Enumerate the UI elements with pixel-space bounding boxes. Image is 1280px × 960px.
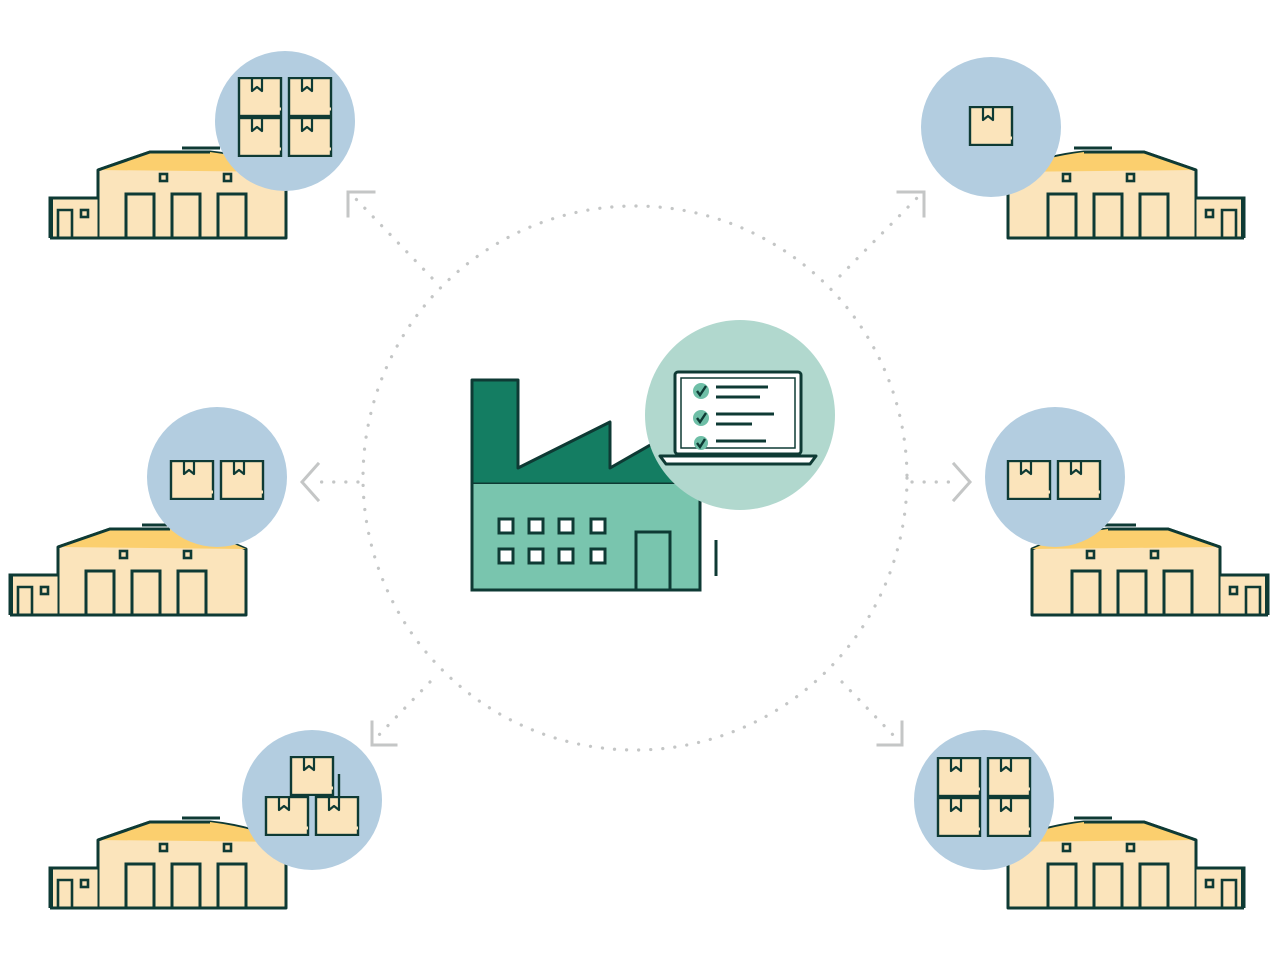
inventory-badge — [914, 730, 1054, 870]
warehouse-top-left — [48, 51, 355, 240]
warehouse-top-right — [921, 57, 1246, 240]
checklist-item — [693, 410, 774, 426]
checklist-item — [694, 436, 766, 450]
warehouse-middle-right — [985, 407, 1270, 617]
inventory-badge — [985, 407, 1125, 547]
connector-top-left — [353, 196, 434, 280]
connector-top-right — [838, 196, 919, 278]
arrow-head-top-left — [346, 190, 376, 218]
inventory-badge — [215, 51, 355, 191]
connector-bottom-right — [840, 680, 898, 740]
factory-icon — [470, 378, 718, 592]
arrow-head-bottom-right — [876, 720, 904, 747]
warehouse-bottom-right — [914, 730, 1246, 910]
laptop-checklist-icon — [658, 370, 818, 466]
warehouse-middle-left — [8, 407, 287, 617]
checklist-item — [693, 383, 768, 399]
inventory-badge — [242, 730, 382, 870]
arrow-head-middle-left — [299, 461, 321, 503]
connector-bottom-left — [374, 680, 432, 740]
arrow-head-middle-right — [951, 461, 973, 503]
inventory-badge — [147, 407, 287, 547]
arrow-head-top-right — [896, 190, 926, 218]
laptop-checklist-badge — [645, 320, 835, 510]
box-pyramid-icon — [264, 756, 360, 836]
distribution-ring — [361, 204, 909, 752]
arrow-head-bottom-left — [370, 720, 398, 747]
box-icon — [968, 106, 1014, 146]
warehouse-bottom-left — [48, 730, 382, 910]
connectors — [318, 196, 952, 740]
